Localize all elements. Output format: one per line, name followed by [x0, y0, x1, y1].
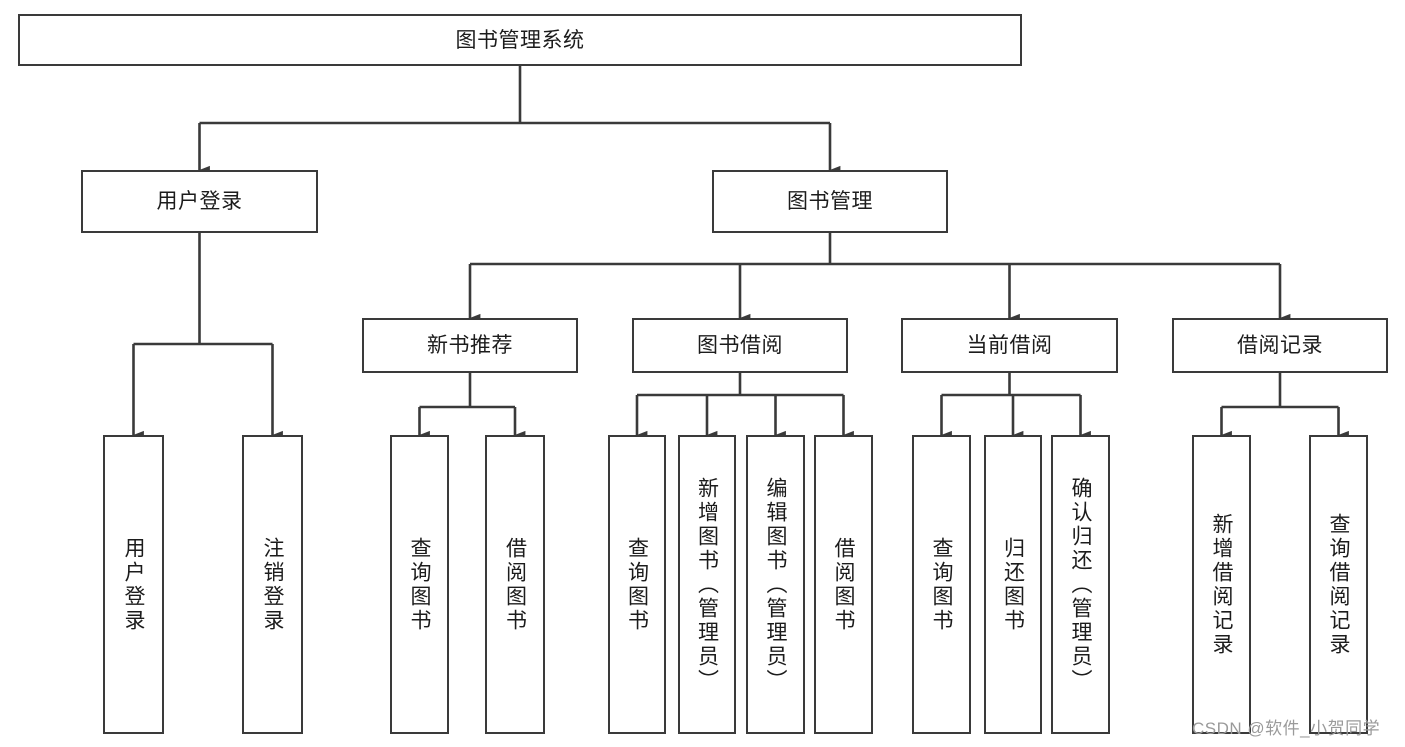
node-label: 用户登录: [122, 536, 145, 633]
csdn-watermark: CSDN @软件_小贺同学: [1192, 719, 1381, 738]
node-borrow-records[interactable]: 借阅记录: [1172, 318, 1388, 373]
node-label: 查询图书: [625, 536, 649, 633]
node-label: 图书借阅: [697, 334, 783, 357]
leaf-confirm-return-admin[interactable]: 确认归还（管理员）: [1051, 435, 1110, 734]
node-label: 图书管理: [787, 190, 873, 213]
node-label: 借阅记录: [1237, 334, 1323, 357]
leaf-user-login[interactable]: 用户登录: [103, 435, 164, 734]
node-label: 用户登录: [156, 190, 243, 213]
leaf-borrow-books[interactable]: 借阅图书: [814, 435, 873, 734]
leaf-query-books-borrowing[interactable]: 查询图书: [608, 435, 666, 734]
leaf-add-borrow-record[interactable]: 新增借阅记录: [1192, 435, 1251, 734]
connector-lines: [132, 66, 1349, 440]
node-new-book-recommendation[interactable]: 新书推荐: [362, 318, 578, 373]
leaf-add-book-admin[interactable]: 新增图书（管理员）: [678, 435, 736, 734]
node-label: 新书推荐: [427, 334, 513, 357]
node-book-management[interactable]: 图书管理: [712, 170, 948, 233]
leaf-query-books-recommend[interactable]: 查询图书: [390, 435, 449, 734]
node-label: 图书管理系统: [455, 28, 585, 52]
leaf-query-borrow-record[interactable]: 查询借阅记录: [1309, 435, 1368, 734]
leaf-borrow-books-recommend[interactable]: 借阅图书: [485, 435, 545, 734]
node-label: 当前借阅: [966, 334, 1053, 357]
leaf-edit-book-admin[interactable]: 编辑图书（管理员）: [746, 435, 805, 734]
node-user-login[interactable]: 用户登录: [81, 170, 318, 233]
node-label: 查询图书: [408, 536, 431, 633]
node-label: 借阅图书: [832, 536, 855, 633]
leaf-logout[interactable]: 注销登录: [242, 435, 303, 734]
node-current-borrowing[interactable]: 当前借阅: [901, 318, 1118, 373]
node-label: 归还图书: [1001, 536, 1025, 633]
node-label: 借阅图书: [503, 536, 527, 633]
node-root[interactable]: 图书管理系统: [18, 14, 1022, 66]
node-label: 新增图书（管理员）: [695, 476, 719, 693]
leaf-return-books[interactable]: 归还图书: [984, 435, 1042, 734]
leaf-query-books-current[interactable]: 查询图书: [912, 435, 971, 734]
node-label: 确认归还（管理员）: [1069, 476, 1092, 693]
node-book-borrowing[interactable]: 图书借阅: [632, 318, 848, 373]
node-label: 编辑图书（管理员）: [764, 476, 787, 693]
node-label: 查询借阅记录: [1327, 512, 1350, 657]
node-label: 新增借阅记录: [1210, 512, 1233, 657]
node-label: 查询图书: [930, 536, 953, 633]
node-label: 注销登录: [261, 536, 284, 633]
